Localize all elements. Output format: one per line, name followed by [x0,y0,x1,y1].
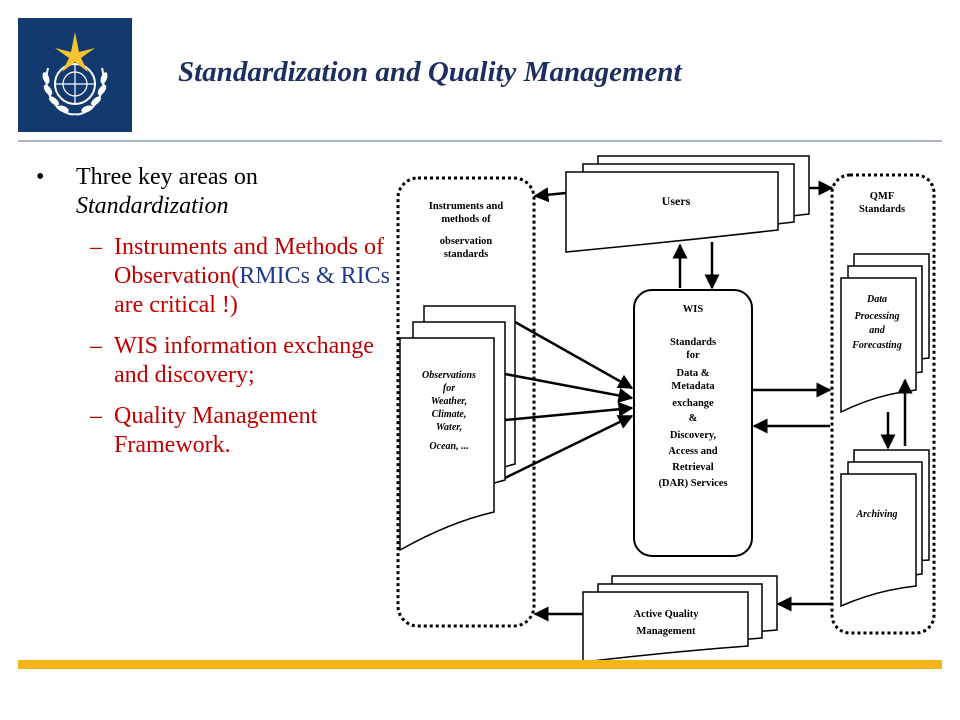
instruments-line-4: standards [444,249,488,260]
bullet-main-text: Three key areas on Standardization [76,163,258,221]
sub1-part3: are critical !) [114,292,238,318]
data-processing-document-stack [840,253,930,414]
obs-line-2: for [443,383,455,394]
instruments-line-1: Instruments and [429,201,504,212]
page-title: Standardization and Quality Management [178,56,682,88]
wis-box [633,289,753,557]
instruments-line-2: methods of [441,214,491,225]
aqm-line-2: Management [637,626,696,637]
observations-document-stack [399,305,516,552]
bullet-mark: • [36,164,45,190]
obs-line-1: Observations [422,370,476,381]
arrow-obs-to-wis-2 [504,372,634,403]
sub-bullet-qmf: – Quality Management Framework. [90,402,410,460]
dp-line-1: Data [866,294,887,305]
wis-line-4: for [686,350,700,361]
dash-mark: – [90,234,102,260]
wis-line-7: exchange [672,398,714,409]
sub-bullet-instruments-text: Instruments and Methods of Observation(R… [114,233,410,320]
header-divider [18,140,942,142]
sub-bullet-instruments: – Instruments and Methods of Observation… [90,233,410,320]
obs-line-4: Climate, [432,409,467,420]
wis-line-9: Discovery, [670,430,717,441]
obs-line-5: Water, [436,422,462,433]
flow-arrows [504,180,913,622]
wis-line-8: & [689,413,698,424]
bullet-main-line2: Standardization [76,193,229,219]
arrow-users-to-instruments [533,187,567,203]
dash-mark: – [90,333,102,359]
arrow-obs-to-wis-3 [504,401,634,422]
dp-line-3: and [869,325,886,336]
wis-line-1: WIS [683,304,704,315]
wis-line-12: (DAR) Services [658,478,727,489]
bullet-main: • Three key areas on Standardization [30,163,410,221]
footer-rule [18,660,942,669]
sub-bullet-wis-text: WIS information exchange and discovery; [114,333,374,388]
wis-line-10: Access and [668,446,717,457]
wis-line-6: Metadata [671,381,715,392]
wis-line-5: Data & [677,368,710,379]
archiving-label: Archiving [855,509,897,520]
instruments-line-3: observation [440,236,493,247]
sub-bullet-qmf-text: Quality Management Framework. [114,403,318,458]
obs-line-6: Ocean, ... [429,441,468,452]
qmf-label: QMF Standards [859,191,905,215]
observations-label: Observations for Weather, Climate, Water… [422,370,476,452]
dash-mark: – [90,403,102,429]
wmo-emblem-icon [18,18,132,132]
users-label: Users [662,194,691,208]
dp-line-4: Forecasting [851,340,901,351]
qmf-line-2: Standards [859,204,905,215]
bullet-main-line1: Three key areas on [76,164,258,190]
wis-label: WIS Standards for Data & Metadata exchan… [658,304,727,489]
sub-bullet-wis: – WIS information exchange and discovery… [90,332,410,390]
sub1-part1: Instruments and Methods of Observation( [114,234,384,289]
qmf-line-1: QMF [870,191,895,202]
aqm-line-1: Active Quality [633,609,699,620]
obs-line-3: Weather, [431,396,467,407]
arrow-obs-to-wis-1 [514,320,634,390]
sub1-part2: RMICs & RICs [239,263,390,289]
bullet-list: • Three key areas on Standardization – I… [30,163,410,460]
qmf-group-box [830,173,936,635]
wis-line-11: Retrieval [672,462,713,473]
instruments-label: Instruments and methods of observation s… [429,201,504,260]
active-quality-label: Active Quality Management [633,609,699,637]
data-processing-label: Data Processing and Forecasting [851,294,901,351]
instruments-group-box [396,176,536,628]
users-document-stack [565,155,810,253]
archiving-document-stack [840,449,930,608]
wis-line-3: Standards [670,337,716,348]
arrow-obs-to-wis-4 [504,414,634,480]
dp-line-2: Processing [855,311,900,322]
